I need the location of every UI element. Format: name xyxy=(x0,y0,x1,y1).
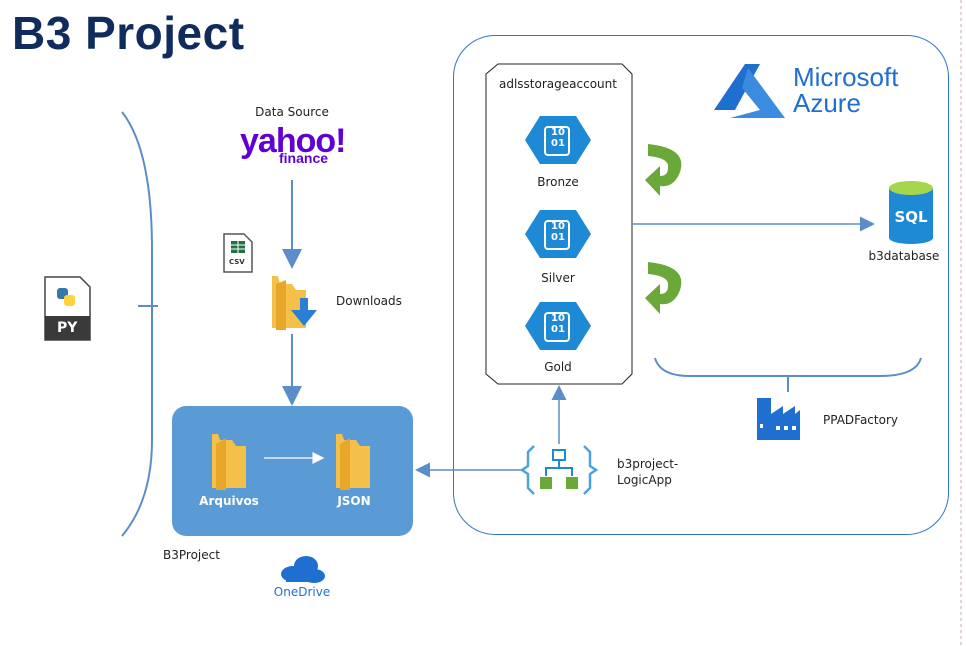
downloads-folder-icon xyxy=(272,276,317,330)
silver-label: Silver xyxy=(541,271,575,285)
csv-icon-text: CSV xyxy=(229,258,245,266)
data-factory-icon xyxy=(757,398,800,440)
page-title: B3 Project xyxy=(12,7,245,59)
python-file-icon xyxy=(44,276,91,341)
logic-app-label-line1: b3project- xyxy=(617,457,679,471)
logic-app-label: b3project- LogicApp xyxy=(617,456,678,488)
bronze-storage-icon xyxy=(525,116,591,164)
onedrive-brand-label: OneDrive xyxy=(273,585,331,599)
data-factory-label: PPADFactory xyxy=(823,413,898,427)
azure-region xyxy=(453,35,949,535)
silver-icon-text: 10 01 xyxy=(551,221,565,243)
data-source-label: Data Source xyxy=(255,105,329,119)
arquivos-label: Arquivos xyxy=(199,494,259,508)
left-bracket xyxy=(121,111,153,537)
storage-account-label: adlsstorageaccount xyxy=(499,77,617,91)
logic-app-label-line2: LogicApp xyxy=(617,473,672,487)
csv-file-icon xyxy=(223,233,253,273)
yahoo-finance-logo: finance xyxy=(279,150,329,166)
logic-app-icon xyxy=(519,445,599,495)
storage-account-box xyxy=(485,63,633,385)
microsoft-azure-brand: Microsoft Azure xyxy=(793,64,898,116)
sql-database-label: b3database xyxy=(868,249,940,263)
green-curved-arrow-icon xyxy=(645,262,682,314)
factory-bracket xyxy=(654,357,922,377)
yahoo-logo: yahoo! xyxy=(240,122,346,160)
python-icon-text: PY xyxy=(57,320,78,336)
arquivos-folder-icon xyxy=(212,434,246,490)
json-folder-icon xyxy=(336,434,370,490)
azure-logo-icon xyxy=(714,64,785,118)
silver-storage-icon xyxy=(525,210,591,258)
bronze-label: Bronze xyxy=(537,175,579,189)
gold-storage-icon xyxy=(525,302,591,350)
onedrive-cloud-icon xyxy=(281,556,325,583)
json-label: JSON xyxy=(337,494,371,508)
azure-brand-line2: Azure xyxy=(793,88,861,118)
downloads-label: Downloads xyxy=(336,294,402,308)
b3project-label: B3Project xyxy=(163,548,220,562)
green-curved-arrow-icon xyxy=(645,144,682,196)
sql-database-icon xyxy=(889,181,933,244)
gold-icon-text: 10 01 xyxy=(551,313,565,335)
bronze-icon-text: 10 01 xyxy=(551,127,565,149)
sql-icon-text: SQL xyxy=(894,208,928,226)
gold-label: Gold xyxy=(544,360,572,374)
azure-brand-line1: Microsoft xyxy=(793,62,899,92)
